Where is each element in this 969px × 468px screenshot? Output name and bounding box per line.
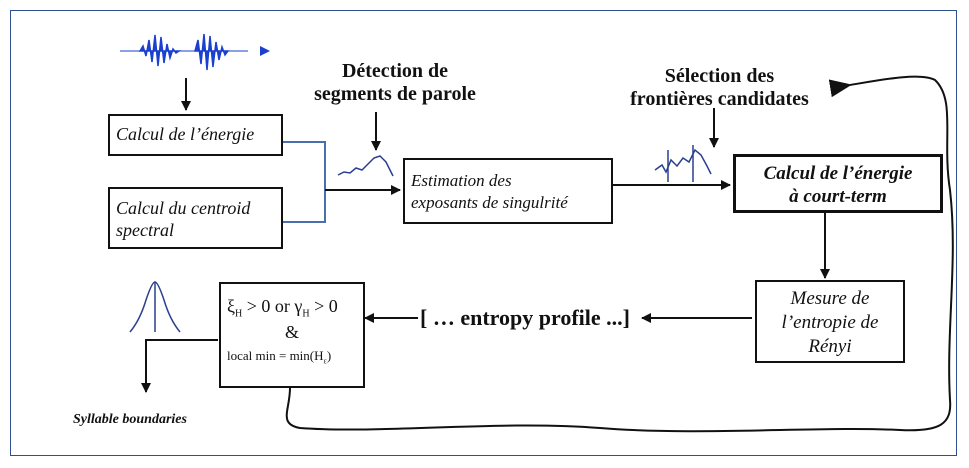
detection-heading: Détection de segments de parole xyxy=(314,60,476,105)
condition-text: ξH > 0 or γH > 0 xyxy=(227,296,338,320)
short-term-energy-box: Calcul de l’énergie à court-term xyxy=(733,154,943,213)
centroid-box: Calcul du centroid spectral xyxy=(108,187,283,249)
condition-box: ξH > 0 or γH > 0 & local min = min(Hε) xyxy=(219,282,365,388)
segment-curve-icon xyxy=(337,155,394,177)
feedback-loop-arrow xyxy=(285,75,954,433)
selection-heading: Sélection des frontières candidates xyxy=(630,65,809,110)
arrow-to-syllable-boundaries xyxy=(141,339,218,393)
energy-box: Calcul de l’énergie xyxy=(108,114,283,156)
speech-waveform-icon xyxy=(120,33,270,71)
entropy-profile-label: [ … entropy profile ...] xyxy=(420,305,630,330)
candidate-curve-icon xyxy=(654,145,712,182)
estimation-box: Estimation des exposants de singulrité xyxy=(403,158,613,224)
renyi-box: Mesure de l’entropie de Rényi xyxy=(755,280,905,363)
peak-icon xyxy=(129,281,181,333)
ampersand: & xyxy=(284,322,299,342)
diagram-frame xyxy=(10,10,957,456)
local-min-text: local min = min(Hε) xyxy=(227,348,332,366)
syllable-boundaries-label: Syllable boundaries xyxy=(73,412,187,427)
merge-connector xyxy=(282,141,326,223)
